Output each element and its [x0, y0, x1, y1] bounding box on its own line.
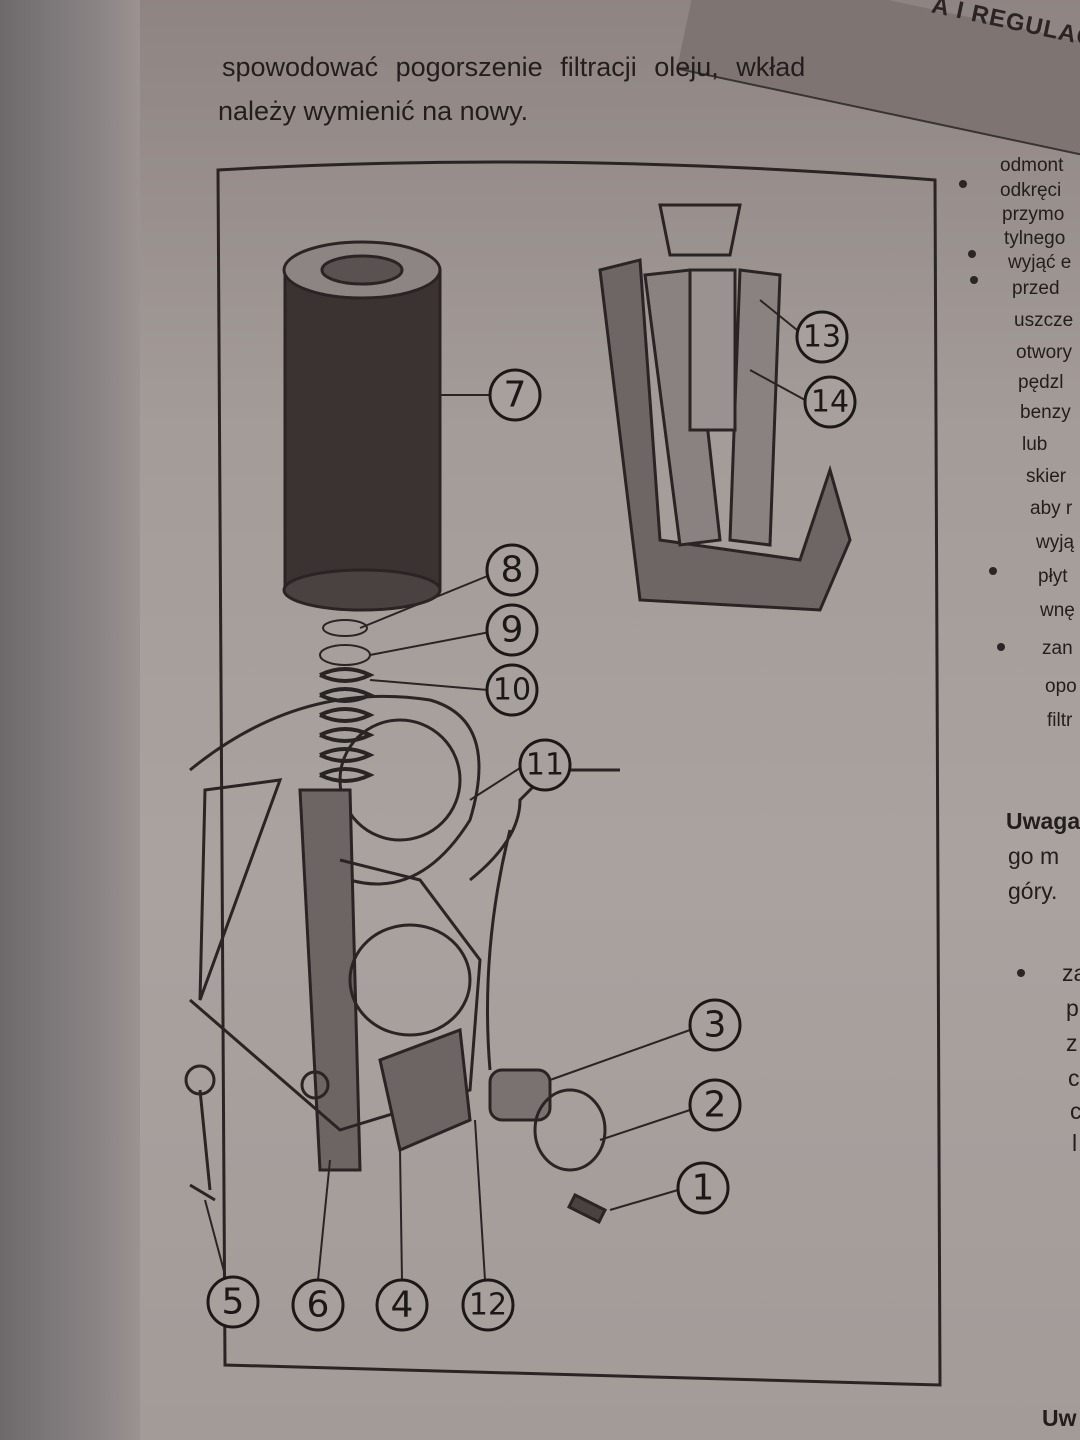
document-page — [140, 0, 1080, 1440]
text-line: benzy — [1020, 402, 1071, 423]
text-line: z — [1066, 1030, 1078, 1056]
intro-line-2: należy wymienić na nowy. — [218, 96, 529, 126]
bullet-icon — [968, 250, 976, 258]
callout-12: 12 — [469, 1288, 507, 1323]
text-line: uszcze — [1014, 310, 1074, 331]
text-line: aby r — [1030, 498, 1073, 519]
text-line: c — [1070, 1098, 1080, 1124]
footer-label: Uw — [1042, 1405, 1077, 1431]
figure-frame — [216, 160, 942, 1387]
text-line: przed — [1012, 278, 1060, 299]
note-label: Uwaga — [1006, 808, 1080, 834]
text-line: wyjąć e — [1008, 252, 1072, 273]
callout-1: 1 — [692, 1168, 715, 1209]
text-line: pędzl — [1018, 372, 1064, 393]
seal-spring-stack — [319, 619, 375, 783]
text-line: skier — [1026, 466, 1067, 487]
filter-cartridge — [282, 240, 442, 612]
bullet-icon — [989, 567, 997, 575]
text-line: wyją — [1036, 532, 1075, 553]
callout-13: 13 — [803, 320, 841, 355]
text-line: odkręci — [1000, 180, 1062, 201]
text-line: go m — [1008, 843, 1060, 869]
callout-11: 11 — [526, 748, 564, 783]
intro-line-1: spowodować pogorszenie filtracji oleju, … — [222, 52, 806, 82]
text-line: lub — [1022, 434, 1048, 455]
text-line: p — [1066, 995, 1079, 1021]
callout-14: 14 — [811, 385, 849, 420]
callout-6: 6 — [307, 1285, 330, 1326]
callout-8: 8 — [501, 550, 524, 591]
callout-3: 3 — [704, 1005, 727, 1046]
callout-2: 2 — [704, 1085, 727, 1126]
callout-5: 5 — [222, 1282, 245, 1323]
callout-9: 9 — [501, 610, 524, 651]
text-line: za — [1062, 960, 1080, 986]
text-line: wnę — [1040, 600, 1075, 621]
filter-inset-section — [598, 203, 852, 612]
text-line: l — [1072, 1130, 1078, 1156]
callout-circles — [206, 310, 857, 1332]
text-line: otwory — [1016, 342, 1072, 363]
bullet-icon — [959, 180, 967, 188]
text-line: odmont — [1000, 155, 1064, 176]
text-line: przymo — [1002, 204, 1065, 225]
text-line: opo — [1045, 676, 1077, 697]
adjacent-page-edge — [0, 0, 140, 1440]
leader-lines — [204, 299, 806, 1281]
bullet-icon — [997, 643, 1005, 651]
text-line: tylnego — [1004, 228, 1066, 249]
callout-7: 7 — [504, 375, 527, 416]
bullet-icon — [1017, 969, 1025, 977]
filter-housing — [184, 694, 620, 1225]
text-line: płyt — [1038, 566, 1068, 587]
text-line: c — [1068, 1065, 1080, 1091]
text-line: zan — [1042, 638, 1073, 659]
callout-10: 10 — [493, 673, 531, 708]
bullet-icon — [970, 276, 978, 284]
text-line: filtr — [1047, 710, 1073, 731]
text-line: góry. — [1008, 878, 1058, 904]
callout-4: 4 — [391, 1285, 414, 1326]
